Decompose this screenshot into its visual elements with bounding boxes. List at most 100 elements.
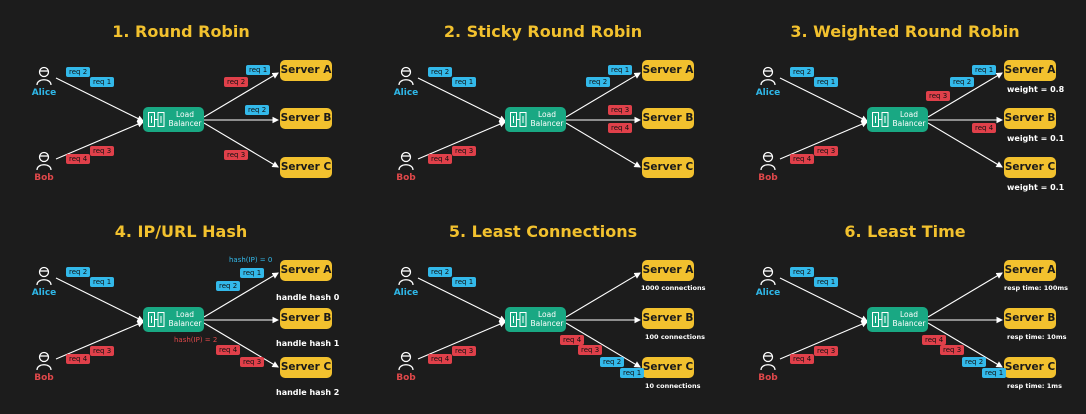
user-icon [760,66,776,86]
load-balancer-icon [148,312,165,327]
request-chip: req 2 [245,105,270,115]
request-chip: req 3 [224,150,249,160]
request-chip: req 4 [922,335,947,345]
server-a-note: resp time: 100ms [1004,284,1068,292]
panel-title: 4. IP/URL Hash [114,222,248,241]
server-b: Server B [642,108,694,129]
server-a-note: handle hash 0 [276,293,340,302]
request-chip: req 3 [814,346,839,356]
request-chip: req 3 [90,146,115,156]
server-a-note: weight = 0.8 [1007,85,1065,94]
request-chip: req 1 [608,65,633,75]
request-chip: req 1 [982,368,1007,378]
panel-title: 2. Sticky Round Robin [443,22,643,41]
request-chip: req 4 [66,354,91,364]
load-balancer-icon [510,312,527,327]
server-c-note: resp time: 1ms [1007,382,1062,390]
request-chip: req 2 [66,267,91,277]
hash-note-top: hash(IP) = 0 [229,256,273,264]
request-chip: req 1 [814,77,839,87]
request-chip: req 4 [790,354,815,364]
request-chip: req 3 [940,345,965,355]
lb-label-2: Balancer [892,119,926,128]
user-icon [760,351,776,371]
user-icon [760,266,776,286]
load-balancer-icon [510,112,527,127]
panel-least-time: 6. Least Time Alice Bob req 2 req 1 req … [724,200,1086,407]
request-chip: req 3 [452,146,477,156]
request-chip: req 2 [216,281,241,291]
server-b-note: 100 connections [645,333,705,341]
lb-label-1: Load [538,310,556,319]
arrows [779,272,1004,368]
panel-least-connections: 5. Least Connections Alice Bob req 2 req… [362,200,724,407]
server-c: Server C [280,157,332,178]
lb-label-1: Load [176,310,194,319]
request-chip: req 2 [428,67,453,77]
arrows [779,72,1004,168]
request-chip: req 3 [578,345,603,355]
server-b: Server B [280,108,332,129]
request-chip: req 2 [962,357,987,367]
server-a: Server A [642,260,694,281]
alice-label: Alice [393,88,419,98]
server-c: Server C [642,157,694,178]
bob-label: Bob [396,173,416,183]
request-chip: req 4 [790,154,815,164]
request-chip: req 4 [428,154,453,164]
user-icon [398,351,414,371]
server-b: Server B [280,308,332,329]
server-b-note: resp time: 10ms [1007,333,1067,341]
request-chip: req 4 [66,154,91,164]
lb-label-1: Load [538,110,556,119]
lb-label-2: Balancer [168,119,202,128]
alice-label: Alice [31,88,57,98]
server-a: Server A [642,60,694,81]
request-chip: req 1 [452,77,477,87]
request-chip: req 2 [790,67,815,77]
server-a: Server A [280,60,332,81]
lb-label-2: Balancer [530,119,564,128]
user-icon [36,351,52,371]
server-c: Server C [280,357,332,378]
request-chip: req 3 [926,91,951,101]
panel-sticky-round-robin: 2. Sticky Round Robin Alice Bob req 2 re… [362,0,724,207]
request-chip: req 1 [90,277,115,287]
server-b: Server B [642,308,694,329]
user-icon [36,66,52,86]
server-c: Server C [1004,157,1056,178]
request-chip: req 1 [90,77,115,87]
panel-weighted-round-robin: 3. Weighted Round Robin Alice Bob req 2 … [724,0,1086,207]
server-b-note: handle hash 1 [276,339,340,348]
user-icon [398,151,414,171]
request-chip: req 3 [452,346,477,356]
bob-label: Bob [396,373,416,383]
request-chip: req 2 [950,77,975,87]
request-chip: req 2 [428,267,453,277]
panel-round-robin: 1. Round Robin Alice Bob req 2 req 1 req… [0,0,362,207]
panel-title: 1. Round Robin [112,22,250,41]
request-chip: req 1 [246,65,271,75]
arrows [417,72,642,168]
request-chip: req 4 [216,345,241,355]
request-chip: req 1 [620,368,645,378]
alice-label: Alice [755,288,781,298]
request-chip: req 4 [560,335,585,345]
request-chip: req 3 [90,346,115,356]
bob-label: Bob [758,173,778,183]
request-chip: req 2 [586,77,611,87]
request-chip: req 4 [428,354,453,364]
request-chip: req 3 [608,105,633,115]
server-c: Server C [642,357,694,378]
server-c: Server C [1004,357,1056,378]
server-c-note: weight = 0.1 [1007,183,1065,192]
arrows [55,72,280,168]
bob-label: Bob [758,373,778,383]
user-icon [398,66,414,86]
alice-label: Alice [755,88,781,98]
request-chip: req 1 [972,65,997,75]
request-chip: req 2 [600,357,625,367]
